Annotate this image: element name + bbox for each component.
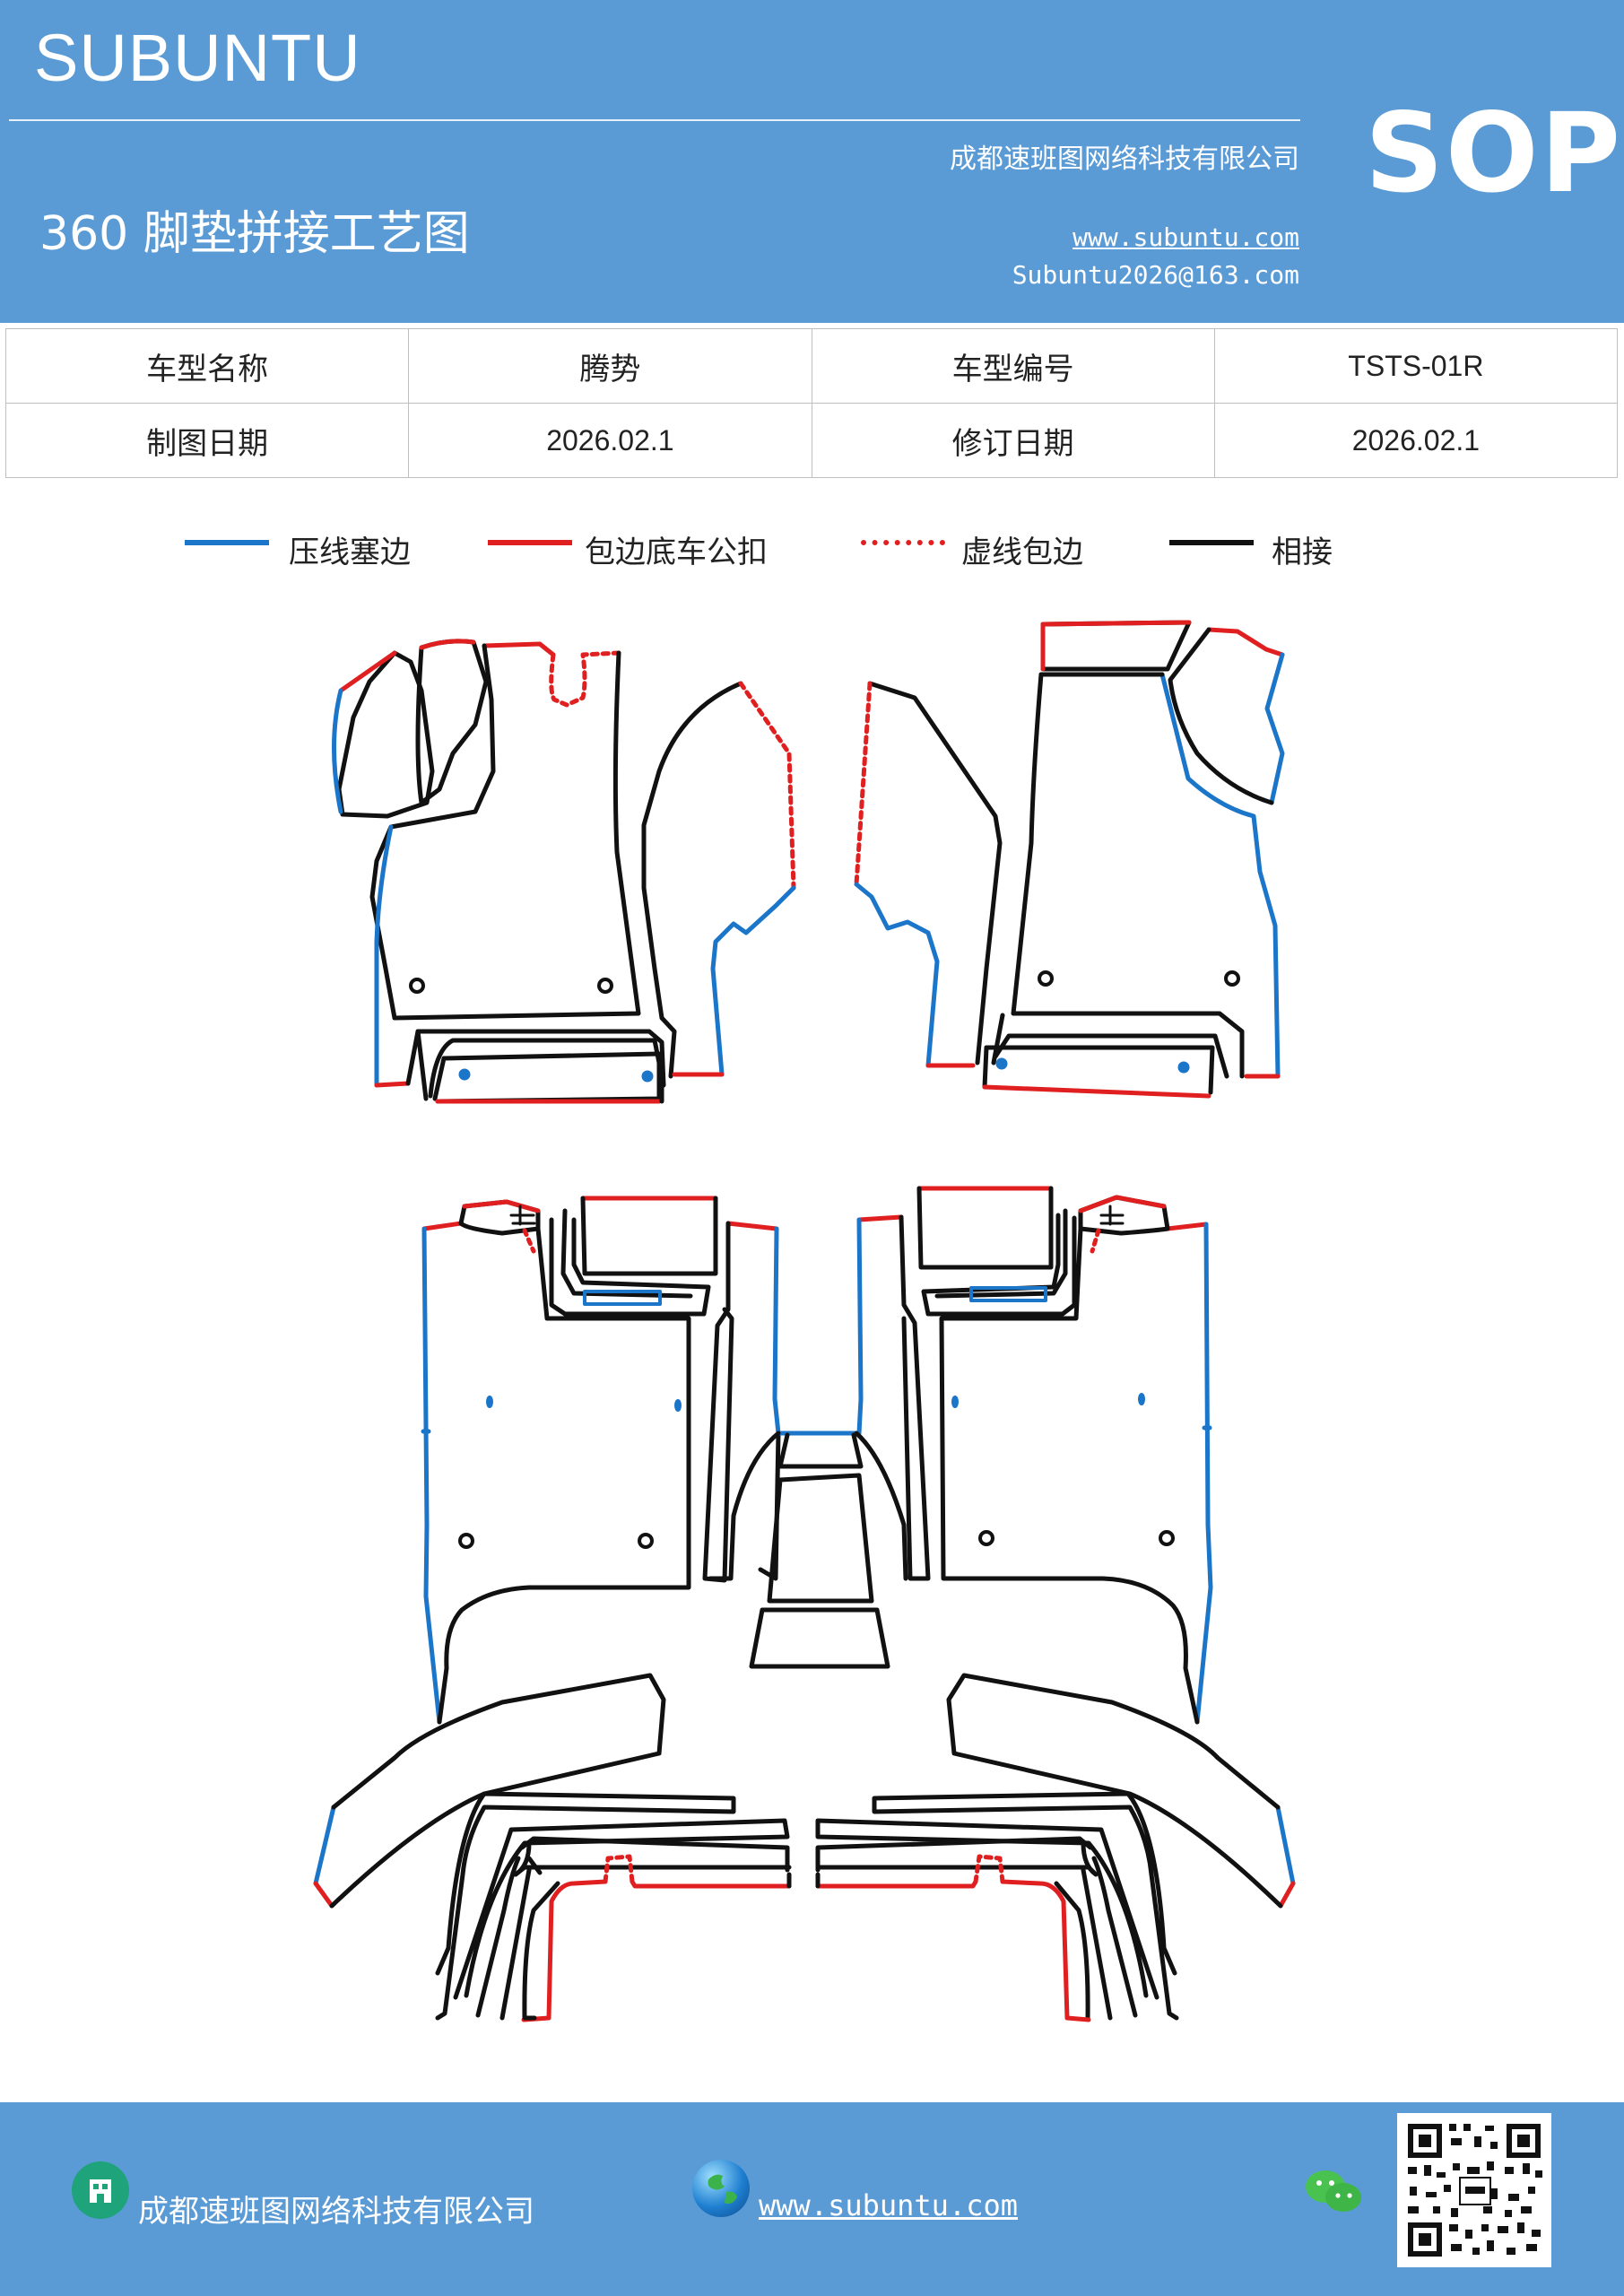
brand-logo-text: SUBUNTU (34, 21, 361, 95)
legend-label: 相接 (1272, 535, 1333, 570)
table-cell: 修订日期 (811, 403, 1215, 478)
header-divider (9, 119, 1300, 121)
building-icon (72, 2161, 129, 2219)
footer-banner: 成都速班图网络科技有限公司 www.subuntu.com (0, 2102, 1624, 2296)
qr-code[interactable] (1397, 2113, 1551, 2267)
globe-icon (692, 2160, 750, 2217)
vehicle-info-table: 车型名称 腾势 车型编号 TSTS-01R 制图日期 2026.02.1 修订日… (4, 328, 1619, 478)
legend-swatch-blue (185, 540, 269, 545)
table-cell: 2026.02.1 (408, 403, 812, 478)
table-row: 制图日期 2026.02.1 修订日期 2026.02.1 (4, 403, 1619, 478)
company-name: 成都速班图网络科技有限公司 (950, 144, 1299, 175)
rear-left-mat (421, 1196, 781, 1725)
rear-right-trunk-mat (815, 1673, 1296, 2022)
legend-label: 压线塞边 (289, 535, 411, 570)
front-left-mat (332, 639, 796, 1104)
footer-company-name: 成都速班图网络科技有限公司 (138, 2194, 534, 2230)
table-row: 车型名称 腾势 车型编号 TSTS-01R (4, 328, 1619, 404)
sop-badge: SOP (1365, 90, 1622, 217)
rear-right-mat (856, 1186, 1213, 1725)
legend-swatch-red-dotted (861, 540, 945, 545)
header-banner: SUBUNTU 成都速班图网络科技有限公司 360 脚垫拼接工艺图 www.su… (0, 0, 1624, 323)
front-right-mat (854, 620, 1285, 1099)
legend-label: 虚线包边 (961, 535, 1083, 570)
table-cell: 车型名称 (4, 328, 410, 404)
page-title: 360 脚垫拼接工艺图 (39, 207, 470, 261)
website-link[interactable]: www.subuntu.com (1073, 222, 1299, 252)
footer-website-link[interactable]: www.subuntu.com (759, 2188, 1018, 2222)
table-cell: 腾势 (408, 328, 812, 404)
legend-swatch-red (488, 540, 572, 545)
center-tunnel-mat (708, 1431, 908, 1669)
legend-label: 包边底车公扣 (585, 535, 768, 570)
table-cell: 制图日期 (4, 403, 410, 478)
email-link[interactable]: Subuntu2026@163.com (1012, 260, 1299, 290)
rear-left-trunk-mat (313, 1673, 792, 2022)
table-cell: 2026.02.1 (1213, 403, 1619, 478)
legend-swatch-black (1169, 540, 1254, 545)
table-cell: 车型编号 (811, 328, 1215, 404)
table-cell: TSTS-01R (1213, 328, 1619, 404)
wechat-icon[interactable] (1302, 2165, 1365, 2219)
